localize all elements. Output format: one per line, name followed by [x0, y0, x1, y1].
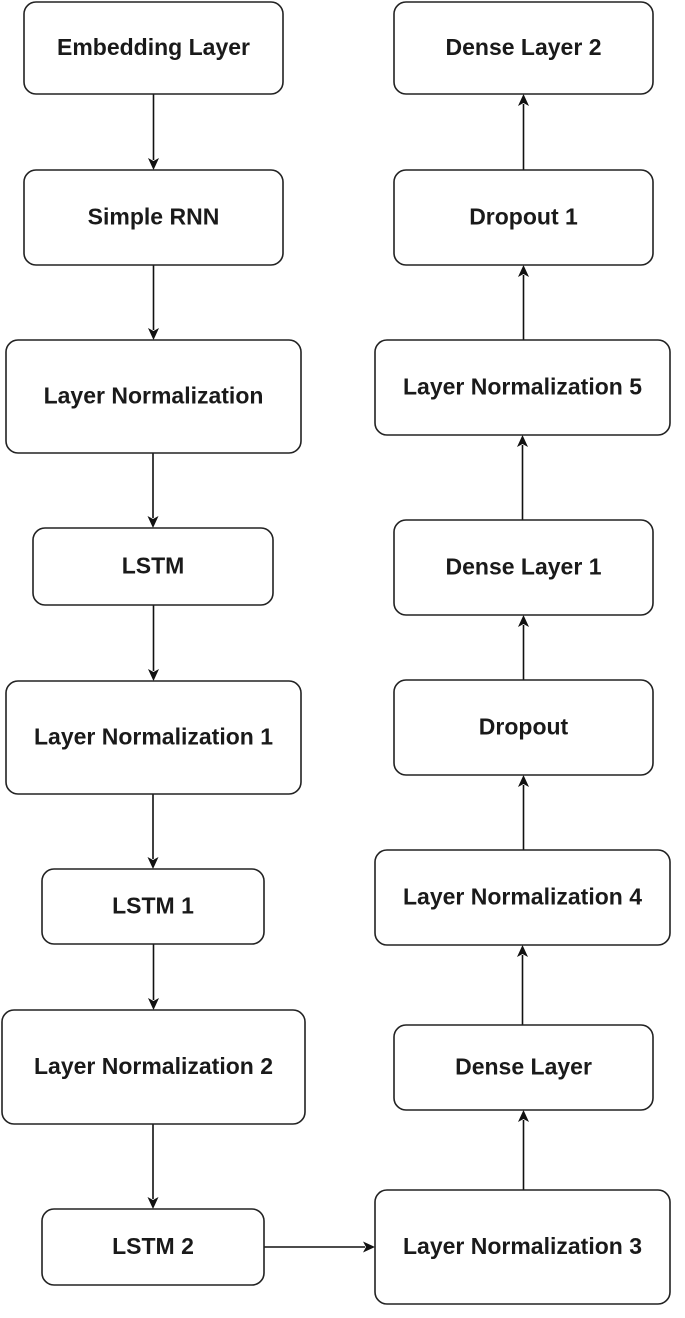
node-dense-2: Dense Layer 2: [393, 1, 654, 95]
node-label: Dropout: [479, 714, 569, 740]
edges-layer: [147, 94, 529, 1253]
arrow-head-icon: [147, 516, 159, 528]
node-box: [393, 519, 654, 616]
arrow-head-icon: [148, 158, 159, 170]
arrow-head-icon: [518, 615, 529, 627]
node-layer-norm-5: Layer Normalization 5: [374, 339, 671, 436]
edge-lstm-to-layer-norm-1: [148, 605, 159, 681]
arrow-head-icon: [147, 857, 159, 869]
node-layer-norm-3: Layer Normalization 3: [374, 1189, 671, 1305]
node-layer-norm-2: Layer Normalization 2: [1, 1009, 306, 1125]
edge-layer-norm-5-to-dropout-1: [518, 265, 529, 340]
arrow-head-icon: [148, 998, 159, 1010]
node-label: LSTM 1: [112, 893, 194, 919]
node-box: [374, 1189, 671, 1305]
edge-lstm-1-to-layer-norm-2: [148, 944, 159, 1010]
node-layer-norm: Layer Normalization: [5, 339, 302, 454]
node-box: [374, 339, 671, 436]
node-label: Layer Normalization 4: [403, 884, 642, 910]
node-label: Layer Normalization 2: [34, 1053, 273, 1079]
node-box: [5, 680, 302, 795]
node-label: Layer Normalization: [44, 383, 264, 409]
node-dropout: Dropout: [393, 679, 654, 776]
arrow-head-icon: [518, 265, 529, 277]
node-box: [23, 169, 284, 266]
node-label: Dense Layer 2: [446, 34, 602, 60]
node-label: Simple RNN: [88, 204, 220, 230]
arrow-head-icon: [147, 1197, 159, 1209]
node-lstm-2: LSTM 2: [41, 1208, 265, 1286]
node-label: Layer Normalization 1: [34, 724, 273, 750]
node-label: Dropout 1: [469, 204, 578, 230]
node-embedding: Embedding Layer: [23, 1, 284, 95]
arrow-head-icon: [518, 94, 529, 106]
node-box: [41, 1208, 265, 1286]
node-label: LSTM: [122, 553, 185, 579]
node-box: [5, 339, 302, 454]
edge-layer-norm-2-to-lstm-2: [147, 1124, 159, 1209]
node-label: Dense Layer: [455, 1054, 592, 1080]
node-simple-rnn: Simple RNN: [23, 169, 284, 266]
node-layer-norm-4: Layer Normalization 4: [374, 849, 671, 946]
arrow-head-icon: [518, 775, 529, 787]
edge-embedding-to-simple-rnn: [148, 94, 159, 170]
arrow-head-icon: [148, 328, 159, 340]
node-label: Layer Normalization 3: [403, 1233, 642, 1259]
node-box: [23, 1, 284, 95]
node-dense: Dense Layer: [393, 1024, 654, 1111]
edge-lstm-2-to-layer-norm-3: [264, 1241, 375, 1253]
node-box: [393, 169, 654, 266]
node-layer-norm-1: Layer Normalization 1: [5, 680, 302, 795]
node-box: [1, 1009, 306, 1125]
arrow-head-icon: [518, 1110, 529, 1122]
node-box: [393, 1, 654, 95]
node-dropout-1: Dropout 1: [393, 169, 654, 266]
node-lstm-1: LSTM 1: [41, 868, 265, 945]
edge-layer-norm-4-to-dropout: [518, 775, 529, 850]
edge-dense-to-layer-norm-4: [517, 945, 528, 1025]
node-lstm: LSTM: [32, 527, 274, 606]
node-label: Layer Normalization 5: [403, 374, 642, 400]
arrow-head-icon: [517, 945, 528, 957]
edge-dropout-to-dense-1: [518, 615, 529, 680]
node-label: Embedding Layer: [57, 34, 250, 60]
node-box: [374, 849, 671, 946]
node-box: [32, 527, 274, 606]
node-box: [393, 679, 654, 776]
arrow-head-icon: [363, 1241, 375, 1253]
node-label: Dense Layer 1: [446, 554, 602, 580]
edge-dropout-1-to-dense-2: [518, 94, 529, 170]
arrow-head-icon: [517, 435, 528, 447]
node-dense-1: Dense Layer 1: [393, 519, 654, 616]
node-box: [393, 1024, 654, 1111]
node-label: LSTM 2: [112, 1233, 194, 1259]
edge-layer-norm-to-lstm: [147, 453, 159, 528]
edge-layer-norm-3-to-dense: [518, 1110, 529, 1190]
edge-simple-rnn-to-layer-norm: [148, 265, 159, 340]
node-box: [41, 868, 265, 945]
edge-dense-1-to-layer-norm-5: [517, 435, 528, 520]
edge-layer-norm-1-to-lstm-1: [147, 794, 159, 869]
arrow-head-icon: [148, 669, 159, 681]
